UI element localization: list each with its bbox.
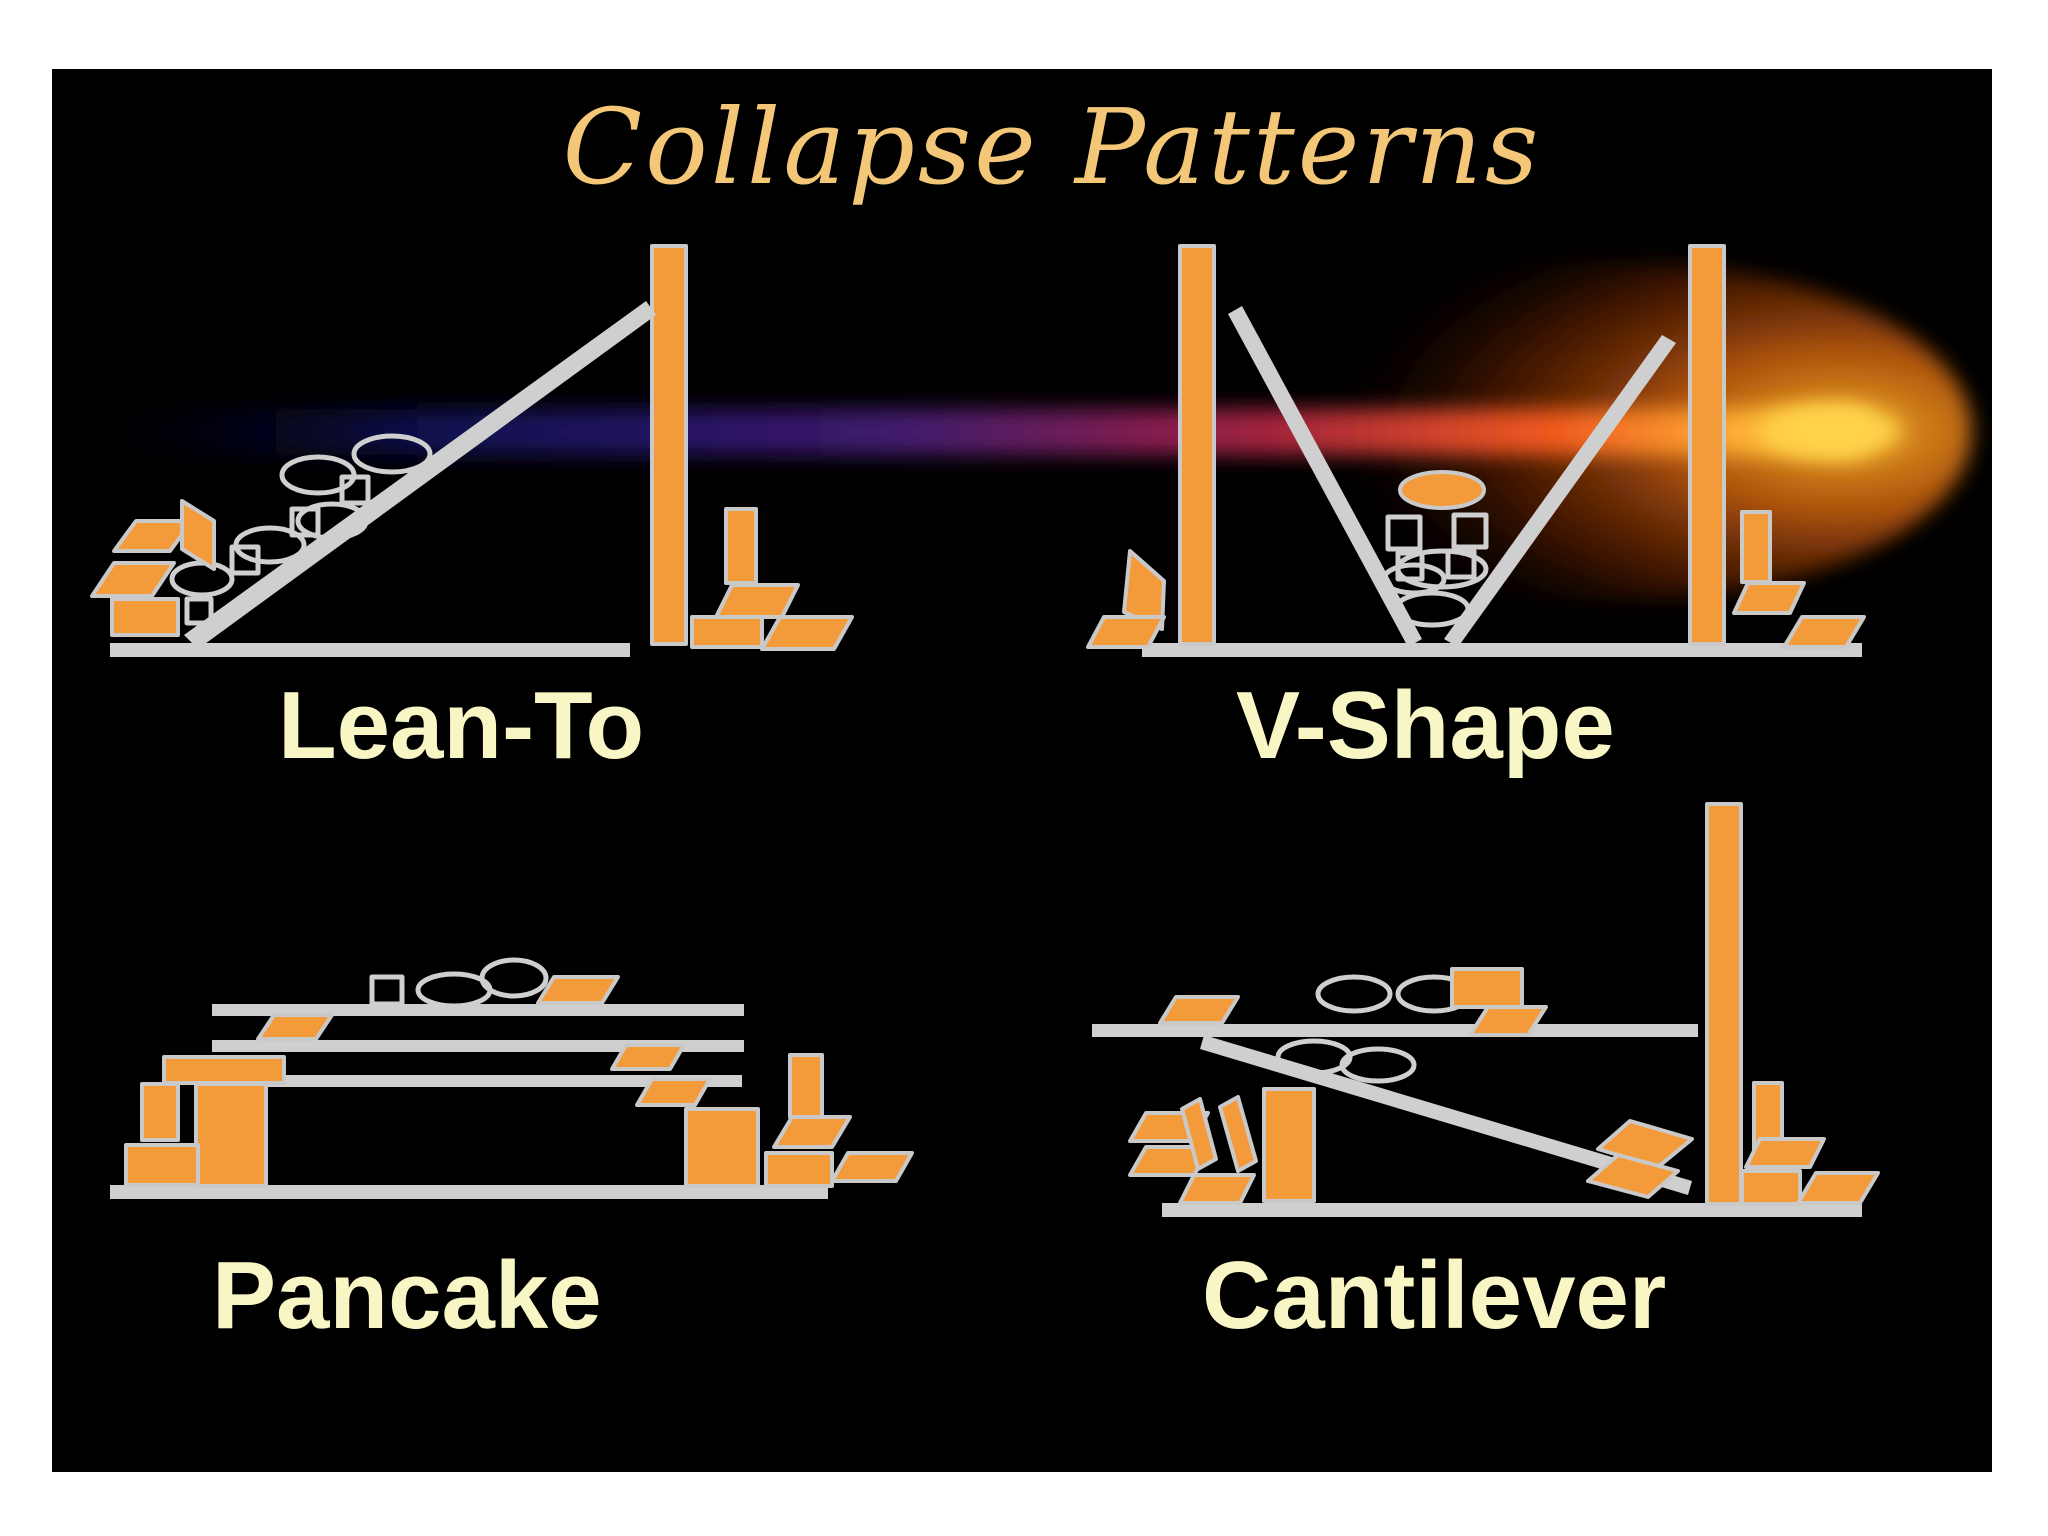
standing-wall [1705, 802, 1743, 1206]
slide-title: Collapse Patterns [562, 86, 1542, 208]
left-slab [1228, 306, 1422, 647]
debris-block [724, 507, 758, 585]
debris-block [1740, 510, 1772, 584]
debris-block [1468, 1005, 1548, 1037]
collapsed-slab [212, 1040, 744, 1052]
debris-block [764, 1151, 834, 1188]
debris-block [788, 1053, 824, 1119]
debris-block [610, 1043, 686, 1071]
left-wall [1178, 244, 1216, 646]
leaning-slab [184, 301, 656, 649]
floor-slab [110, 1185, 828, 1199]
debris-block [1450, 967, 1524, 1009]
slide: Collapse Patterns Lean-To V-Shape Pancak… [52, 69, 1992, 1472]
debris-block [760, 615, 854, 651]
cantilever-slab [1092, 1024, 1698, 1037]
debris-block [180, 499, 216, 571]
collapsed-slab [226, 1075, 742, 1087]
debris-block [140, 1082, 180, 1142]
debris-block [1086, 615, 1166, 649]
collapsed-slab [212, 1004, 744, 1016]
debris-block [124, 1143, 200, 1187]
debris-block [194, 1082, 268, 1188]
debris-block [1744, 1137, 1826, 1169]
v-shape-diagram [1086, 244, 1866, 657]
debris-outlines [369, 957, 549, 1009]
label-pancake: Pancake [212, 1242, 602, 1349]
floor-slab [1162, 1203, 1862, 1217]
debris-block [714, 583, 800, 619]
pancake-diagram [110, 957, 914, 1199]
debris-block [635, 1077, 712, 1107]
collapse-diagram [90, 244, 1972, 1217]
debris-block [1782, 615, 1866, 649]
debris-block [1178, 1173, 1256, 1205]
debris-block [536, 975, 620, 1005]
debris-block [1180, 1097, 1218, 1171]
debris-block [830, 1151, 914, 1183]
debris-block [1262, 1087, 1316, 1203]
debris-block [256, 1013, 334, 1041]
debris-block [90, 561, 176, 598]
debris-block [1218, 1095, 1258, 1173]
debris-block [684, 1107, 760, 1188]
debris-block [110, 597, 180, 637]
standing-wall [650, 244, 688, 646]
debris-block [1398, 470, 1486, 510]
label-lean-to: Lean-To [278, 672, 645, 779]
debris-outlines [1275, 974, 1473, 1084]
debris-block [772, 1115, 852, 1149]
debris-block [1740, 1169, 1802, 1206]
floor-slab [1142, 643, 1862, 657]
debris-block [162, 1055, 286, 1085]
debris-block [1158, 995, 1240, 1025]
right-wall [1688, 244, 1726, 646]
floor-slab [110, 643, 630, 657]
debris-block [1732, 581, 1806, 615]
debris-block [1796, 1171, 1880, 1205]
cantilever-diagram [1092, 802, 1880, 1217]
lean-to-diagram [90, 244, 854, 657]
label-cantilever: Cantilever [1202, 1242, 1667, 1349]
debris-outlines [1381, 512, 1489, 628]
right-slab [1444, 335, 1676, 647]
debris-block [1586, 1153, 1680, 1199]
label-v-shape: V-Shape [1236, 672, 1615, 779]
debris-block [690, 615, 764, 649]
